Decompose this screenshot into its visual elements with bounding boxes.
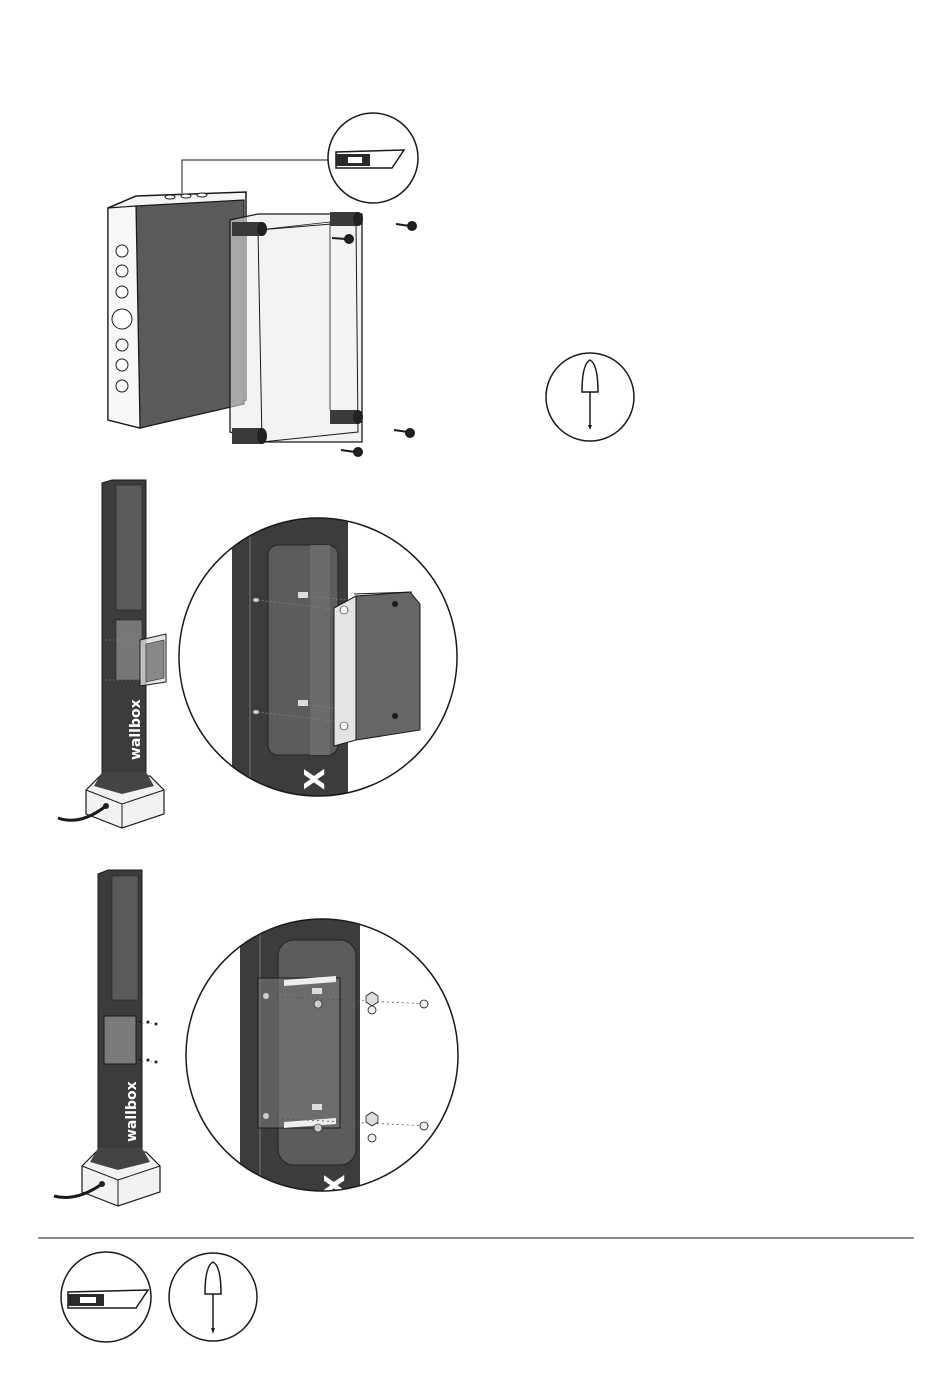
callout-line [182, 160, 330, 193]
step-3-illustration: wallbox [54, 870, 458, 1210]
screwdriver-icon [169, 1253, 257, 1341]
zoom-detail-mounting: X [179, 510, 457, 810]
screwdriver-icon [546, 353, 634, 441]
step-2-illustration: wallbox [58, 480, 457, 828]
pillar-logo-fragment: X [318, 1174, 351, 1196]
cutter-icon [328, 113, 418, 203]
cutter-icon [61, 1252, 151, 1342]
pillar-logo: wallbox [124, 1081, 140, 1142]
pillar: wallbox [54, 870, 160, 1206]
tools-legend [61, 1252, 257, 1342]
pillar: wallbox [58, 480, 166, 828]
pillar-logo: wallbox [128, 699, 144, 760]
pillar-logo-fragment: X [298, 768, 331, 790]
enclosure-lid [230, 212, 363, 444]
enclosure-base [108, 192, 246, 428]
step-1-illustration [108, 113, 634, 456]
zoom-detail-fixing: X [186, 910, 458, 1210]
